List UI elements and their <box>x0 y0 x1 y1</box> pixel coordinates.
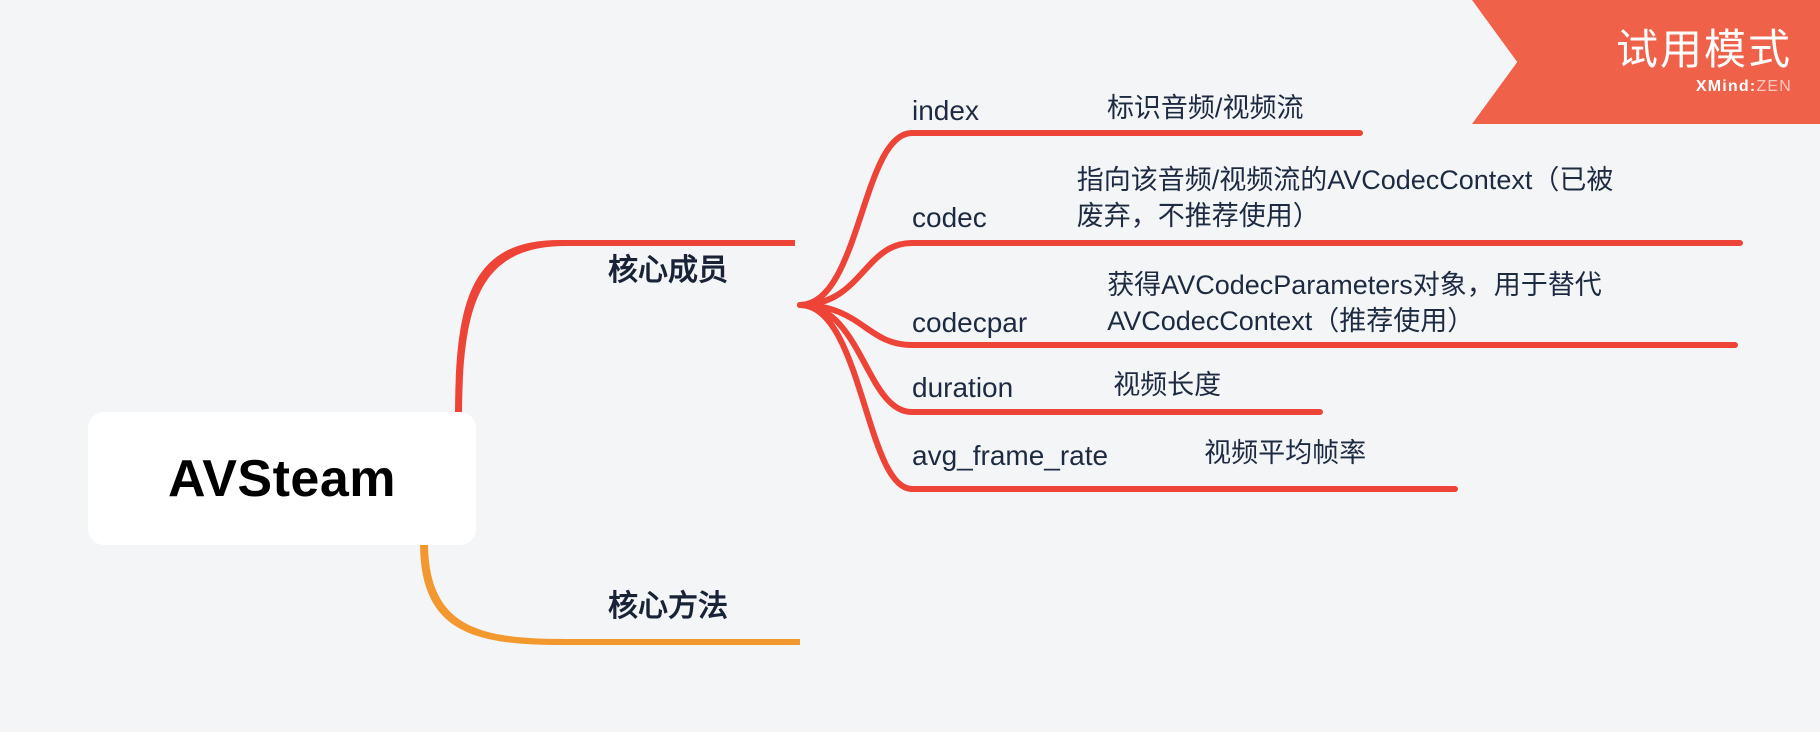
xmind-brand-edition: ZEN <box>1756 77 1792 95</box>
subtopic-avg-frame-rate-key: avg_frame_rate <box>912 439 1109 471</box>
subtopic-avg-frame-rate-desc: 视频平均帧率 <box>1204 438 1367 468</box>
subtopic-codecpar-desc: 获得AVCodecParameters对象，用于替代 AVCodecContex… <box>1107 270 1602 336</box>
xmind-brand-separator: : <box>1749 77 1757 95</box>
subtopic-codecpar-key: codecpar <box>912 307 1028 339</box>
root-node-label: AVSteam <box>168 449 396 508</box>
root-node[interactable]: AVSteam <box>88 412 476 545</box>
subtopic-duration-desc: 视频长度 <box>1113 370 1222 400</box>
subtopic-avg-frame-rate[interactable]: avg_frame_rate 视频平均帧率 <box>912 436 1366 472</box>
branch-label-core-methods[interactable]: 核心方法 <box>608 590 728 623</box>
xmind-brand: XMind:ZEN <box>1696 78 1792 96</box>
xmind-brand-name: XMind <box>1695 77 1750 95</box>
subtopic-codec-desc: 指向该音频/视频流的AVCodecContext（已被 废弃，不推荐使用） <box>1076 165 1614 231</box>
subtopic-index-key: index <box>912 94 979 126</box>
trial-mode-title: 试用模式 <box>1615 25 1792 73</box>
connector-afr <box>797 302 1458 492</box>
subtopic-index-desc: 标识音频/视频流 <box>1106 93 1304 123</box>
subtopic-codec-key: codec <box>912 202 987 234</box>
subtopic-connectors <box>797 130 1743 492</box>
subtopic-index[interactable]: index 标识音频/视频流 <box>912 91 1303 127</box>
branch-label-core-members[interactable]: 核心成员 <box>608 254 728 287</box>
subtopic-duration[interactable]: duration 视频长度 <box>912 368 1221 404</box>
connector-codec <box>797 240 1743 308</box>
subtopic-codec[interactable]: codec 指向该音频/视频流的AVCodecContext（已被 废弃，不推荐… <box>912 163 1613 234</box>
underline-core-methods <box>640 639 800 645</box>
subtopic-codecpar[interactable]: codecpar 获得AVCodecParameters对象，用于替代 AVCo… <box>912 268 1602 339</box>
connector-index <box>797 130 1363 308</box>
trial-mode-banner[interactable]: 试用模式 XMind:ZEN <box>1472 0 1820 124</box>
subtopic-duration-key: duration <box>912 371 1014 403</box>
